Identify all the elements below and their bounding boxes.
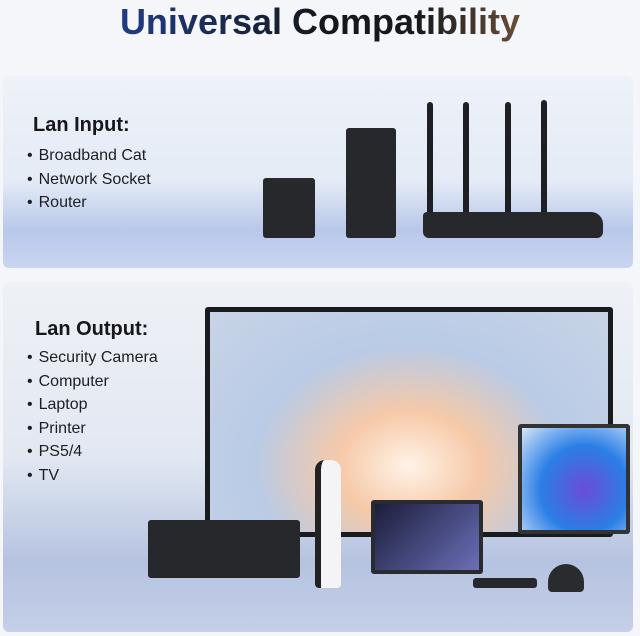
network-socket-image [263,178,315,238]
lan-input-panel: Lan Input: Broadband Cat Network Socket … [3,76,633,268]
router-image [423,212,603,238]
computer-monitor-image [518,424,630,534]
router-antenna [427,102,433,222]
list-item: Broadband Cat [27,144,151,168]
list-item: Laptop [27,393,158,417]
switch-image [346,128,396,238]
laptop-image [371,500,483,574]
lan-output-panel: Lan Output: Security Camera Computer Lap… [3,282,633,632]
router-antenna [463,102,469,222]
lan-output-heading: Lan Output: [35,318,149,340]
security-camera-image [548,564,584,592]
list-item: Printer [27,417,158,441]
printer-image [148,520,300,578]
router-antenna [541,100,547,222]
tv-image [205,307,613,537]
small-router-image [473,578,537,588]
list-item: Router [27,191,151,215]
list-item: Computer [27,370,158,394]
lan-output-list: Security Camera Computer Laptop Printer … [27,346,158,487]
lan-input-list: Broadband Cat Network Socket Router [27,144,151,215]
router-antenna [505,102,511,222]
list-item: PS5/4 [27,440,158,464]
page-title: Universal Compatibility [0,0,640,44]
list-item: Security Camera [27,346,158,370]
ps5-image [315,460,341,588]
lan-input-heading: Lan Input: [33,114,130,136]
list-item: Network Socket [27,168,151,192]
list-item: TV [27,464,158,488]
